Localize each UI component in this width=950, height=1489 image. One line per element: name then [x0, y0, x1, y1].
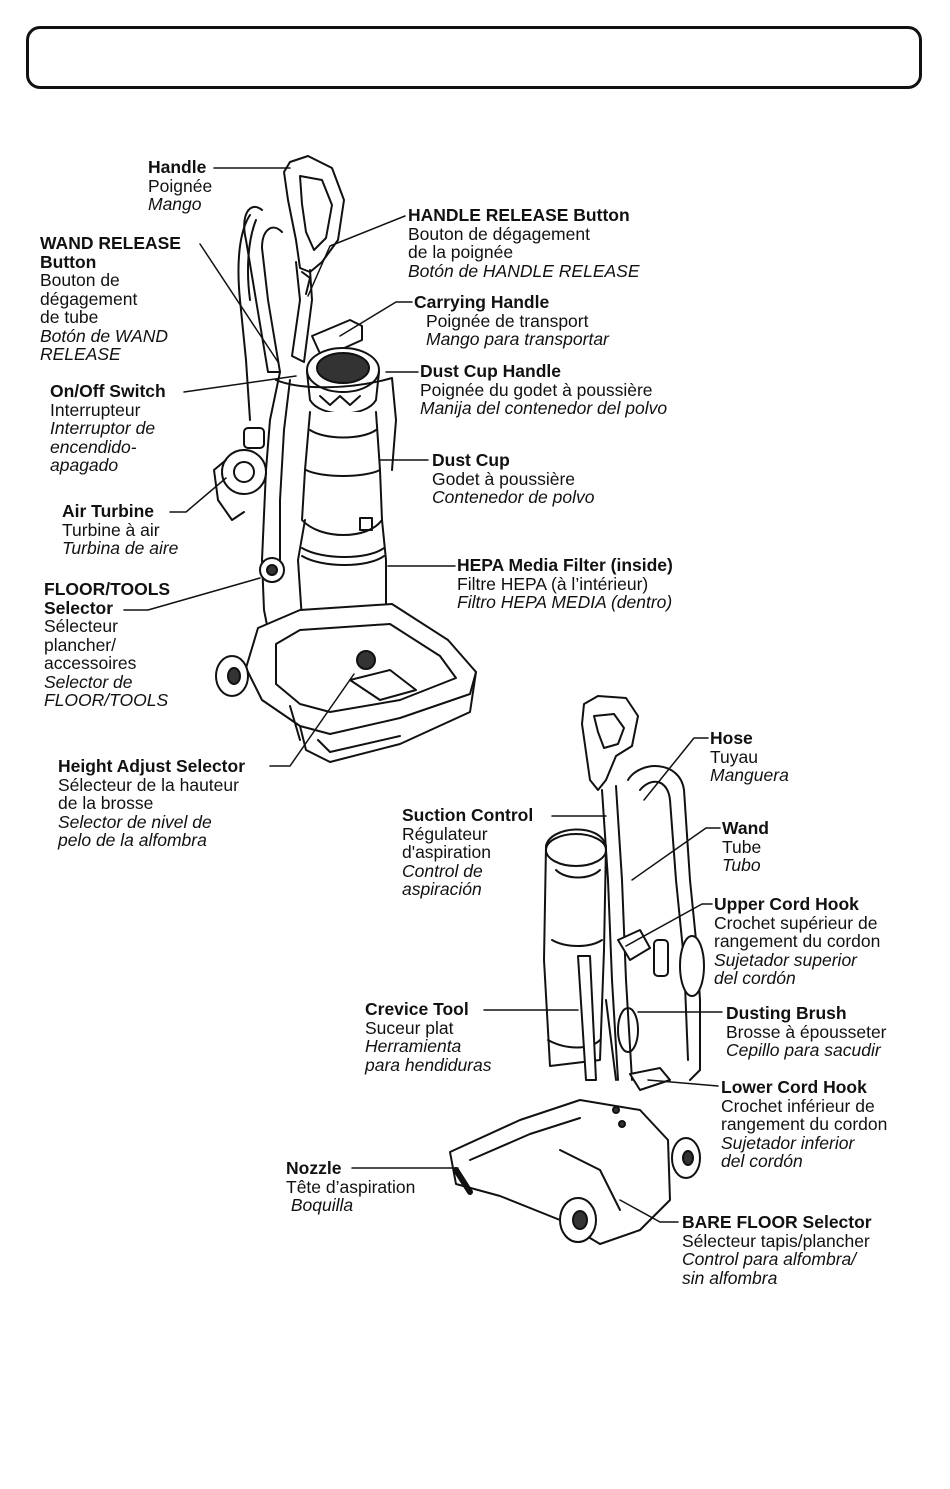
label-dusting-brush: Dusting Brush Brosse à épousseter Cepill…	[726, 1003, 887, 1060]
label-crevice-tool: Crevice Tool Suceur plat Herramienta par…	[365, 999, 492, 1075]
label-dust-cup-handle: Dust Cup Handle Poignée du godet à pouss…	[420, 361, 668, 418]
label-handle: Handle Poignée Mango	[148, 157, 213, 214]
label-upper-cord-hook: Upper Cord Hook Crochet supérieur de ran…	[714, 894, 881, 988]
leader-lines	[123, 167, 723, 1223]
label-air-turbine: Air Turbine Turbine à air Turbina de air…	[62, 501, 179, 558]
label-height-adjust-selector: Height Adjust Selector Sélecteur de la h…	[58, 756, 246, 850]
header-box	[26, 26, 922, 89]
label-suction-control: Suction Control Régulateur d'aspiration …	[402, 805, 534, 899]
label-hose: Hose Tuyau Manguera	[710, 728, 789, 785]
label-bare-floor-selector: BARE FLOOR Selector Sélecteur tapis/plan…	[682, 1212, 872, 1288]
label-wand: Wand Tube Tubo	[722, 818, 769, 875]
label-hepa-filter: HEPA Media Filter (inside) Filtre HEPA (…	[457, 555, 673, 612]
label-carrying-handle: Carrying Handle Poignée de transport Man…	[414, 292, 609, 349]
label-on-off-switch: On/Off Switch Interrupteur Interruptor d…	[50, 381, 166, 475]
label-nozzle: Nozzle Tête d’aspiration Boquilla	[286, 1158, 416, 1215]
label-dust-cup: Dust Cup Godet à poussière Contenedor de…	[432, 450, 595, 507]
label-lower-cord-hook: Lower Cord Hook Crochet inférieur de ran…	[721, 1077, 888, 1171]
label-handle-release-button: HANDLE RELEASE Button Bouton de dégageme…	[408, 205, 640, 281]
label-floor-tools-selector: FLOOR/TOOLS Selector Sélecteur plancher/…	[44, 579, 171, 710]
label-wand-release-button: WAND RELEASE Button Bouton de dégagement…	[40, 233, 181, 364]
vacuum-rear-view	[449, 695, 705, 1245]
vacuum-front-view	[213, 155, 477, 763]
